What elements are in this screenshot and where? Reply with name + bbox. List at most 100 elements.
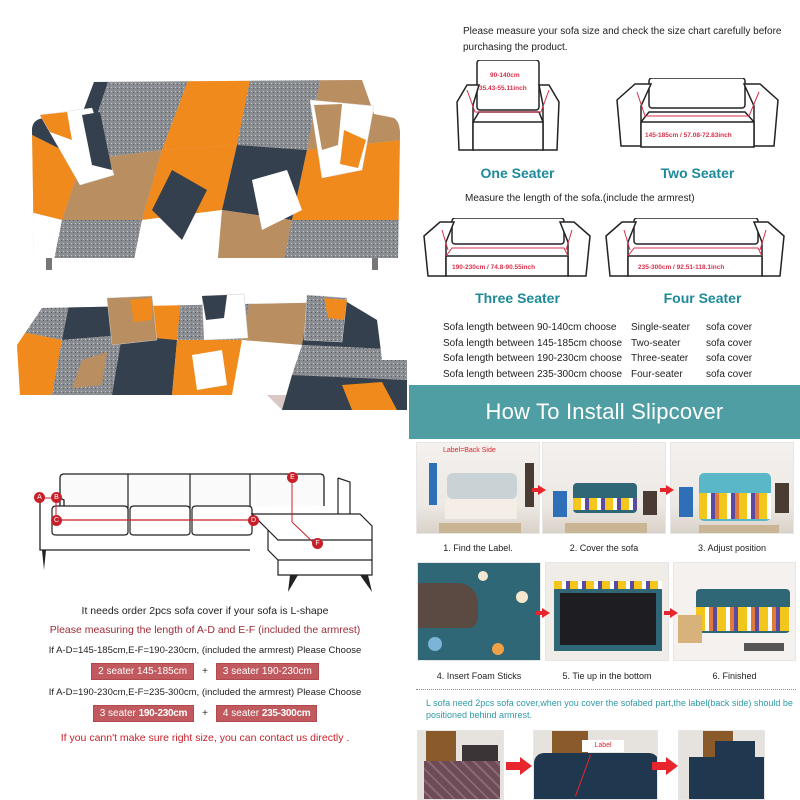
slipcover-fabric (534, 753, 657, 799)
four-seater-title: Four Seater (663, 290, 742, 306)
label-callout: Label=Back Side (443, 447, 496, 454)
l-shape-line-2: Please measuring the length of A-D and E… (49, 624, 361, 636)
armrest-covered (715, 741, 755, 759)
one-seater-diagram: 90-140cm 35.43-55.11inch (455, 60, 580, 155)
size-row: Sofa length between 190-230cm choose Thr… (443, 353, 753, 364)
point-a-marker: A (34, 492, 45, 503)
l-shape-diagram: A B C D E F (20, 470, 400, 595)
step-6-label: 6. Finished (712, 671, 757, 681)
arrow-right-icon (652, 757, 678, 775)
armrest (462, 745, 498, 761)
step-3-label: 3. Adjust position (697, 543, 767, 553)
l-shape-notes: It needs order 2pcs sofa cover if your s… (0, 605, 410, 744)
floral-pattern (573, 498, 637, 510)
floral-pattern (699, 493, 771, 519)
person-figure (679, 487, 693, 517)
flower-print (428, 637, 442, 651)
l-shape-outline (39, 473, 373, 592)
plus-sign: + (202, 666, 208, 677)
divider (416, 689, 796, 690)
contact-note: If you cann't make sure right size, you … (60, 732, 350, 744)
step-2-label: 2. Cover the sofa (569, 543, 639, 553)
hands-inserting (418, 583, 478, 628)
l-shape-line-1: It needs order 2pcs sofa cover if your s… (81, 605, 329, 617)
l-sofa-note: L sofa need 2pcs sofa cover,when you cov… (426, 698, 793, 720)
size-row: Sofa length between 235-300cm choose Fou… (443, 368, 753, 380)
two-seater-diagram: 145-185cm / 57.08-72.83inch (615, 78, 780, 153)
one-seater-dim-inch: 35.43-55.11inch (479, 85, 527, 92)
slipcover-fabric (447, 473, 517, 499)
arrow-right-icon (664, 608, 678, 618)
geometric-sectional-image (17, 293, 407, 410)
size-chip: 3 seater 190-230cm (92, 705, 195, 722)
step-1-photo: Label=Back Side (416, 442, 540, 534)
three-seater-outline (423, 218, 591, 277)
person-figure (775, 483, 789, 513)
four-seater-outline (605, 218, 785, 277)
label-tag: Label (582, 740, 624, 752)
three-seater-dim: 190-230cm / 74.8-90.55inch (452, 264, 536, 271)
option-2-condition: If A-D=190-230cm,E-F=235-300cm, (include… (48, 687, 362, 698)
product-photo-loveseat (22, 70, 402, 270)
step-5-label: 5. Tie up in the bottom (562, 671, 652, 681)
four-seater-dim: 235-300cm / 92.51-118.1inch (638, 264, 725, 271)
step-4-photo (417, 562, 541, 661)
product-photo-sectional (12, 290, 407, 410)
plus-sign: + (202, 708, 208, 719)
floral-pattern (554, 581, 662, 589)
arrow-right-icon (532, 485, 546, 495)
install-banner: How To Install Slipcover (409, 385, 800, 439)
step-4-label: 4. Insert Foam Sticks (436, 671, 522, 681)
sofa (445, 499, 517, 519)
arrow-right-icon (506, 757, 532, 775)
step-6-photo (673, 562, 796, 661)
step-2-photo (542, 442, 666, 534)
step-5-photo (545, 562, 669, 661)
three-seater-diagram: 190-230cm / 74.8-90.55inch (422, 218, 592, 280)
floral-pattern (696, 607, 790, 631)
geometric-sofa-image (32, 80, 400, 270)
two-seater-title: Two Seater (660, 165, 735, 181)
point-b-marker: B (51, 492, 62, 503)
size-chart-intro: Please measure your sofa size and check … (463, 26, 782, 53)
person-figure (525, 463, 534, 507)
sofabed (424, 761, 500, 799)
size-chip: 4 seater 235-300cm (215, 705, 318, 722)
armchair-outline (456, 60, 560, 151)
size-table: Sofa length between 90-140cm choose Sing… (443, 320, 773, 382)
point-e-marker: E (287, 472, 298, 483)
one-seater-dim-cm: 90-140cm (490, 72, 520, 79)
l-sofa-photo-after (678, 730, 765, 800)
flower-print (492, 643, 504, 655)
l-sofa-photo-covering: Label (533, 730, 658, 800)
step-1-label: 1. Find the Label. (443, 543, 513, 553)
arrow-right-icon (660, 485, 674, 495)
side-table (678, 615, 702, 643)
rug (565, 523, 647, 533)
step-3-photo (670, 442, 794, 534)
measure-note: Measure the length of the sofa.(include … (465, 193, 695, 204)
rug (439, 523, 521, 533)
option-1-chips: 2 seater 145-185cm + 3 seater 190-230cm (0, 663, 410, 680)
person-figure (553, 491, 567, 517)
floor-mats (744, 643, 784, 651)
option-2-chips: 3 seater 190-230cm + 4 seater 235-300cm (0, 705, 410, 722)
one-seater-title: One Seater (480, 165, 555, 181)
size-chip: 3 seater 190-230cm (215, 663, 319, 680)
sofabed-covered (689, 757, 764, 799)
install-title: How To Install Slipcover (485, 399, 724, 424)
person-figure (643, 491, 657, 515)
two-seater-dim: 145-185cm / 57.08-72.83inch (645, 132, 732, 139)
person-figure (429, 463, 437, 505)
rug (699, 525, 779, 533)
l-sofa-photo-before (417, 730, 504, 800)
size-chip: 2 seater 145-185cm (91, 663, 195, 680)
door (426, 731, 456, 761)
point-d-marker: D (248, 515, 259, 526)
size-row: Sofa length between 145-185cm choose Two… (443, 337, 753, 349)
three-seater-title: Three Seater (475, 290, 560, 306)
point-f-marker: F (312, 538, 323, 549)
flower-print (516, 591, 528, 603)
loveseat-outline (616, 78, 779, 148)
arrow-right-icon (536, 608, 550, 618)
